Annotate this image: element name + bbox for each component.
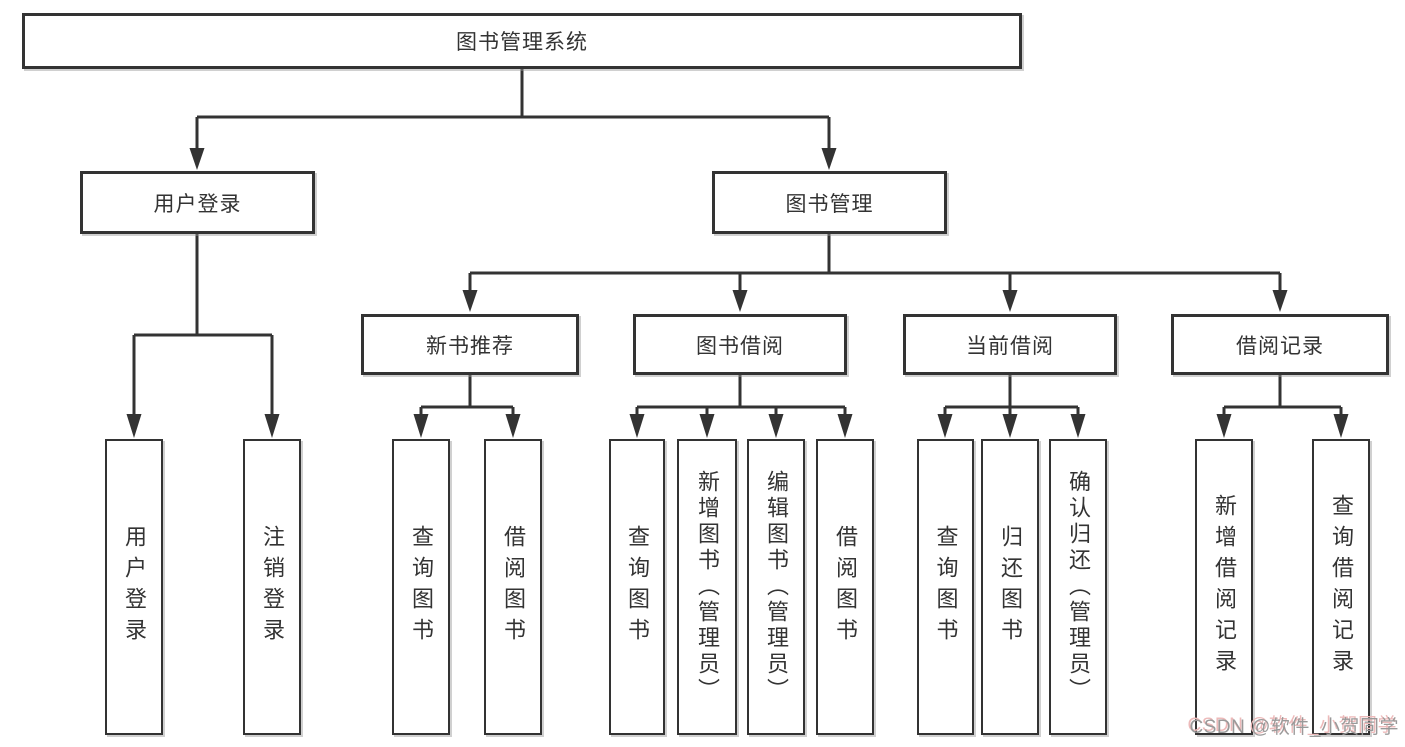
node-label: 当前借阅 <box>966 334 1054 358</box>
node-label: 借阅图书 <box>833 525 858 649</box>
node-label: 归还图书 <box>998 525 1023 649</box>
node-label: 新增借阅记录 <box>1212 494 1237 680</box>
connector-current-split <box>943 375 1080 415</box>
node-label: 新书推荐 <box>426 334 514 358</box>
arrowhead <box>1333 414 1349 438</box>
connector-borrow-split <box>635 375 847 415</box>
leaf-edit-book-admin: 编辑图书（管理员） <box>747 439 805 735</box>
node-label: 用户登录 <box>153 192 242 216</box>
leaf-add-book-admin: 新增图书（管理员） <box>677 439 737 735</box>
leaf-query-borrow-record: 查询借阅记录 <box>1312 439 1370 735</box>
leaf-query-book-borrow: 查询图书 <box>609 439 665 735</box>
arrowhead <box>189 148 205 170</box>
leaf-query-book-current: 查询图书 <box>917 439 974 735</box>
leaf-return-book: 归还图书 <box>981 439 1039 735</box>
arrowhead <box>462 290 478 312</box>
arrowhead <box>629 414 645 438</box>
leaf-logout: 注销登录 <box>243 439 301 735</box>
csdn-watermark: CSDN @软件_小贺同学 <box>1189 717 1399 738</box>
node-label: 图书借阅 <box>696 334 784 358</box>
node-label: 查询借阅记录 <box>1329 494 1354 680</box>
leaf-confirm-return-admin: 确认归还（管理员） <box>1049 439 1107 735</box>
arrowhead <box>837 414 853 438</box>
arrowhead <box>505 414 521 438</box>
leaf-borrow-book-recommend: 借阅图书 <box>484 439 542 735</box>
leaf-borrow-book: 借阅图书 <box>816 439 874 735</box>
node-label: 查询图书 <box>625 525 650 649</box>
arrowhead <box>413 414 429 438</box>
leaf-user-login: 用户登录 <box>105 439 163 735</box>
node-new-book-recommend: 新书推荐 <box>361 314 579 375</box>
arrowhead <box>699 414 715 438</box>
connector-root-split <box>195 69 831 152</box>
connector-records-split <box>1222 375 1343 415</box>
arrowhead <box>937 414 953 438</box>
arrowhead <box>126 414 142 438</box>
node-label: 查询图书 <box>933 525 959 649</box>
node-label: 借阅图书 <box>501 525 526 649</box>
node-label: 借阅记录 <box>1236 334 1324 358</box>
connector-recommend-split <box>419 375 515 415</box>
connector-manage-split <box>468 234 1282 291</box>
node-label: 查询图书 <box>409 525 434 649</box>
node-label: 编辑图书（管理员） <box>764 470 789 704</box>
node-root-system: 图书管理系统 <box>22 13 1022 69</box>
node-book-management: 图书管理 <box>712 171 947 234</box>
arrowhead <box>1002 414 1018 438</box>
node-borrow-records: 借阅记录 <box>1171 314 1389 375</box>
connector-login-split <box>132 234 274 416</box>
node-label: 注销登录 <box>260 525 285 649</box>
arrowhead <box>1070 414 1086 438</box>
arrowhead <box>1272 290 1288 312</box>
leaf-query-book-recommend: 查询图书 <box>392 439 450 735</box>
node-label: 用户登录 <box>122 525 147 649</box>
arrowhead <box>1216 414 1232 438</box>
node-current-borrow: 当前借阅 <box>903 314 1117 375</box>
arrowhead <box>732 290 748 312</box>
arrowhead <box>1002 290 1018 312</box>
leaf-add-borrow-record: 新增借阅记录 <box>1195 439 1253 735</box>
node-user-login: 用户登录 <box>80 171 315 234</box>
arrowhead <box>768 414 784 438</box>
node-label: 图书管理 <box>785 192 874 216</box>
node-label: 新增图书（管理员） <box>695 470 720 704</box>
arrowhead <box>821 148 837 170</box>
node-book-borrow: 图书借阅 <box>633 314 847 375</box>
node-label: 图书管理系统 <box>456 31 588 54</box>
node-label: 确认归还（管理员） <box>1066 470 1091 704</box>
arrowhead <box>264 414 280 438</box>
